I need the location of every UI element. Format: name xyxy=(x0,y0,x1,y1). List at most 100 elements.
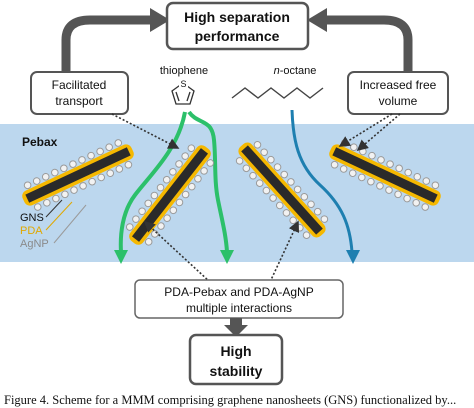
gns-core xyxy=(332,147,438,203)
high-stability-box xyxy=(188,333,284,386)
agnp-particle xyxy=(376,182,384,190)
agnp-particle xyxy=(386,160,394,168)
legend-gns: GNS xyxy=(20,212,44,224)
facilitated-transport-pointer xyxy=(111,113,180,149)
agnp-particle xyxy=(78,156,86,164)
agnp-particle xyxy=(412,198,420,207)
agnp-particle xyxy=(421,203,430,211)
agnp-particle xyxy=(377,156,385,164)
agnp-particle xyxy=(88,177,96,186)
agnp-particle xyxy=(330,160,339,169)
gns-core xyxy=(25,147,131,203)
agnp-particle xyxy=(69,160,77,168)
agnp-particle xyxy=(404,168,412,177)
thiophene-sulfur: S xyxy=(180,79,186,89)
facilitated-transport-line2: transport xyxy=(55,94,103,108)
interactions-line2: multiple interactions xyxy=(186,301,292,315)
agnp-particle xyxy=(413,173,422,181)
agnp-particle xyxy=(79,182,87,190)
thiophene-arrowhead-left xyxy=(114,250,128,264)
agnp-particle xyxy=(23,181,32,190)
agnp-particle xyxy=(97,173,105,182)
agnp-particle xyxy=(260,148,268,157)
agnp-particle xyxy=(33,203,42,211)
legend-agnp: AgNP xyxy=(20,238,49,250)
agnp-particle xyxy=(157,222,165,230)
gns-sheet xyxy=(22,139,134,211)
interactions-pointer-right xyxy=(269,220,300,283)
thiophene-arrowhead-right xyxy=(220,250,234,264)
agnp-particle xyxy=(61,190,69,199)
octane-structure xyxy=(231,87,324,99)
agnp-particle xyxy=(262,186,271,195)
high-separation-line1: High separation xyxy=(184,9,290,25)
right-big-arrowhead xyxy=(307,8,327,32)
agnp-particle xyxy=(242,164,251,173)
facilitated-transport-box xyxy=(30,71,129,115)
agnp-particle xyxy=(339,165,348,173)
octane-arrowhead xyxy=(346,250,360,264)
facilitated-transport-line1: Facilitated xyxy=(52,78,107,92)
agnp-particle xyxy=(106,169,115,177)
agnp-particle xyxy=(181,190,190,199)
agnp-particle xyxy=(368,151,376,160)
left-big-arrow xyxy=(61,15,155,72)
agnp-particle xyxy=(287,178,295,186)
agnp-particle xyxy=(51,168,59,177)
agnp-particle xyxy=(395,164,403,173)
octane-path xyxy=(290,109,354,253)
thiophene-path-right xyxy=(187,110,229,253)
agnp-particle xyxy=(320,215,329,223)
agnp-particle xyxy=(282,209,291,217)
high-stability-line2: stability xyxy=(210,363,263,379)
agnp-particle xyxy=(348,169,357,177)
agnp-particle xyxy=(300,193,309,201)
agnp-particle xyxy=(367,177,375,186)
pebax-membrane xyxy=(0,124,474,262)
agnp-particle xyxy=(206,159,215,167)
pebax-label: Pebax xyxy=(22,135,58,149)
agnp-particle xyxy=(124,160,133,169)
agnp-particle xyxy=(138,207,146,216)
agnp-particle xyxy=(175,160,183,168)
agnp-particle xyxy=(249,171,257,180)
agnp-particle xyxy=(269,194,277,202)
agnp-particle xyxy=(194,174,202,183)
agnp-particle xyxy=(187,144,196,153)
gns-sheet xyxy=(329,139,441,211)
agnp-particle xyxy=(162,175,171,184)
agnp-particle xyxy=(132,215,140,223)
agnp-particle xyxy=(87,151,95,160)
free-volume-pointer-2 xyxy=(356,113,401,152)
thiophene-label: thiophene xyxy=(160,65,208,77)
high-stability-line1: High xyxy=(220,343,251,359)
agnp-particle xyxy=(273,163,282,171)
legend-pda: PDA xyxy=(20,225,43,237)
agnp-particle xyxy=(235,157,244,165)
agnp-particle xyxy=(156,183,165,192)
agnp-particle xyxy=(43,198,51,207)
agnp-particle xyxy=(105,143,113,152)
agnp-particle xyxy=(358,173,366,182)
agnp-particle xyxy=(52,194,60,203)
agnp-particle xyxy=(60,164,68,173)
agnp-particle xyxy=(175,198,184,207)
gns-sheets xyxy=(22,139,441,246)
agnp-particle xyxy=(125,223,134,231)
gns-sheet xyxy=(235,141,329,239)
stability-arrowhead xyxy=(224,325,248,337)
right-big-arrow xyxy=(322,15,413,72)
agnp-particle xyxy=(302,231,311,239)
stability-arrow-shaft xyxy=(230,318,242,326)
agnp-particle xyxy=(163,214,171,222)
agnp-particle xyxy=(70,186,78,194)
agnp-particle xyxy=(431,181,440,190)
left-big-arrowhead xyxy=(150,8,170,32)
agnp-particle xyxy=(267,155,275,164)
agnp-particle xyxy=(169,206,178,215)
gns-core xyxy=(241,145,323,235)
legend-gns-pointer xyxy=(45,199,63,218)
increased-free-volume-box xyxy=(347,71,449,115)
increased-free-volume-line1: Increased free xyxy=(360,78,437,92)
